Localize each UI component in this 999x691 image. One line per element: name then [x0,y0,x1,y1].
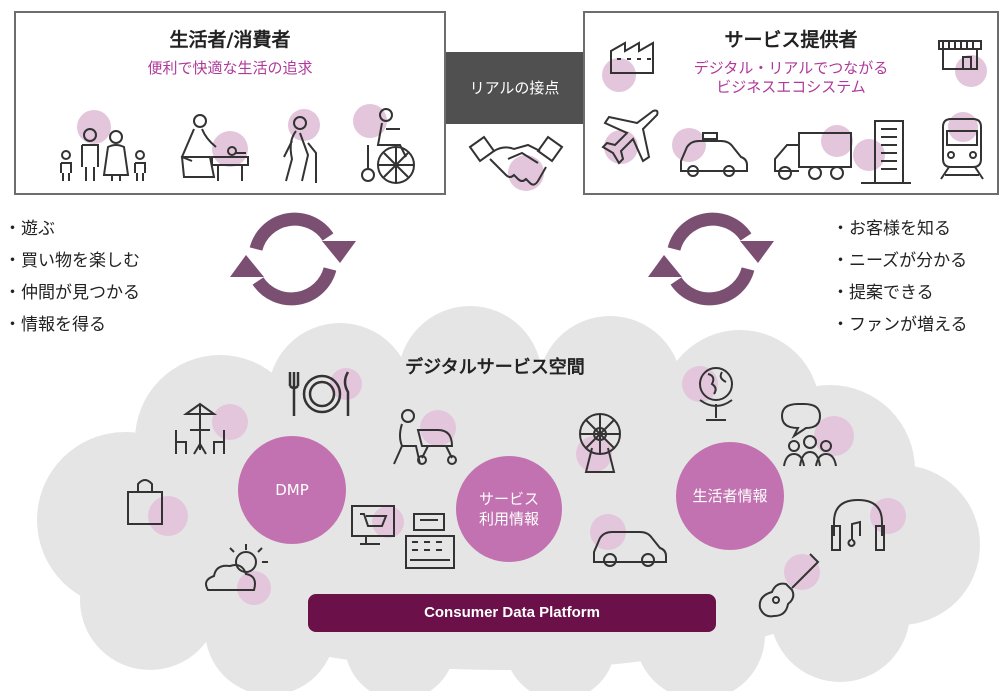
provider-box-subtitle-line1: デジタル・リアルでつながる [693,59,889,77]
baby-care-icon [180,114,249,181]
guitar-icon [758,553,820,618]
airplane-icon [601,109,659,165]
consumer-info-label: 生活者情報 [692,487,768,505]
taxi-icon [672,128,748,177]
storefront-icon [938,40,987,87]
provider-box-title: サービス提供者 [724,29,858,51]
dining-icon [288,368,362,416]
consumer-benefit-list: ・遊ぶ ・買い物を楽しむ ・仲間が見つかる ・情報を得る [4,213,140,341]
provider-benefit-list: ・お客様を知る ・ニーズが分かる ・提案できる ・ファンが増える [832,213,968,341]
list-item: ・ファンが増える [832,315,968,335]
ferris-wheel-icon [576,413,621,473]
list-item: ・遊ぶ [4,219,55,239]
weather-icon [205,544,271,605]
real-contact-label: リアルの接点 [446,52,583,124]
family-icon [60,110,146,181]
provider-box: サービス提供者 デジタル・リアルでつながる ビジネスエコシステム [583,11,999,195]
consumer-box: 生活者/消費者 便利で快適な生活の追求 [14,11,446,195]
list-item: ・情報を得る [4,315,106,335]
wheelchair-icon [353,104,415,184]
shopping-cart-computer-icon [351,505,404,545]
car-icon [590,514,667,567]
consumer-info-node: 生活者情報 [676,442,784,550]
train-icon [940,112,984,180]
truck-icon [774,125,853,180]
cycle-arrows-icon [230,212,356,306]
handshake-icon [468,135,564,191]
globe-icon [682,366,733,421]
cash-register-icon [405,513,455,569]
building-icon [853,120,911,184]
consumer-box-subtitle: 便利で快適な生活の追求 [147,59,313,77]
list-item: ・仲間が見つかる [4,283,140,303]
service-usage-label: サービス 利用情報 [478,490,539,528]
consumer-data-platform-bar: Consumer Data Platform [308,594,716,632]
cafe-table-icon [175,402,248,455]
list-item: ・提案できる [832,283,934,303]
digital-service-space-title: デジタルサービス空間 [405,357,585,378]
provider-box-subtitle-line2: ビジネスエコシステム [716,78,866,96]
factory-icon [602,41,654,92]
headphones-icon [831,498,906,551]
dmp-label: DMP [275,481,309,499]
list-item: ・買い物を楽しむ [4,251,140,271]
service-usage-node: サービス 利用情報 [456,456,562,562]
elderly-walking-icon [283,109,320,183]
mother-stroller-icon [393,409,457,465]
list-item: ・ニーズが分かる [832,251,968,271]
list-item: ・お客様を知る [832,219,951,239]
consumer-box-title: 生活者/消費者 [169,29,291,51]
shopping-bag-icon [127,479,188,536]
community-chat-icon [780,403,854,467]
dmp-node: DMP [238,436,346,544]
cycle-arrows-icon [648,212,774,306]
